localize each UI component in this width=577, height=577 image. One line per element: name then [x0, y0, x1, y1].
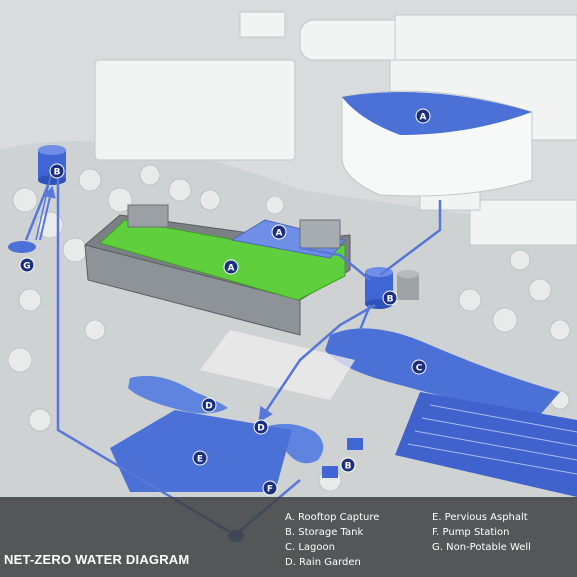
marker-c-lagoon: C [412, 360, 426, 374]
marker-g-well: G [20, 258, 34, 272]
pump-pad-2 [322, 466, 338, 478]
legend-item-non-potable-well: G. Non-Potable Well [432, 540, 531, 555]
svg-text:B: B [345, 462, 352, 472]
svg-text:C: C [416, 364, 423, 374]
legend-item-rooftop-capture: A. Rooftop Capture [285, 510, 379, 525]
marker-b-right-tank: B [383, 291, 397, 305]
legend-item-pump-station: F. Pump Station [432, 525, 531, 540]
marker-a-upper-roof: A [272, 225, 286, 239]
roof-equipment [128, 205, 168, 227]
marker-b-pump-pads: B [341, 458, 355, 472]
svg-text:G: G [23, 262, 30, 272]
marker-e-asphalt: E [193, 451, 207, 465]
marker-f-pump: F [263, 481, 277, 495]
legend-item-lagoon: C. Lagoon [285, 540, 379, 555]
svg-text:A: A [420, 113, 427, 123]
diagram-title: NET-ZERO WATER DIAGRAM [4, 552, 189, 567]
legend-item-storage-tank: B. Storage Tank [285, 525, 379, 540]
svg-text:F: F [267, 485, 273, 495]
svg-text:D: D [257, 424, 264, 434]
legend-column-right: E. Pervious Asphalt F. Pump Station G. N… [432, 510, 531, 555]
marker-a-dome: A [416, 109, 430, 123]
legend-item-pervious-asphalt: E. Pervious Asphalt [432, 510, 531, 525]
svg-text:D: D [205, 402, 212, 412]
legend-item-rain-garden: D. Rain Garden [285, 555, 379, 570]
marker-d-upper-garden: D [202, 398, 216, 412]
svg-text:B: B [387, 295, 394, 305]
legend-column-left: A. Rooftop Capture B. Storage Tank C. La… [285, 510, 379, 570]
roof-equipment-2 [300, 220, 340, 248]
well-pool [8, 241, 36, 253]
svg-text:E: E [197, 455, 203, 465]
marker-a-green-roof: A [224, 260, 238, 274]
marker-b-left-tank: B [50, 164, 64, 178]
svg-text:B: B [54, 168, 61, 178]
pump-pad-1 [347, 438, 363, 450]
svg-text:A: A [276, 229, 283, 239]
left-storage-tank [38, 145, 66, 185]
svg-text:A: A [228, 264, 235, 274]
marker-d-lower-garden: D [254, 420, 268, 434]
